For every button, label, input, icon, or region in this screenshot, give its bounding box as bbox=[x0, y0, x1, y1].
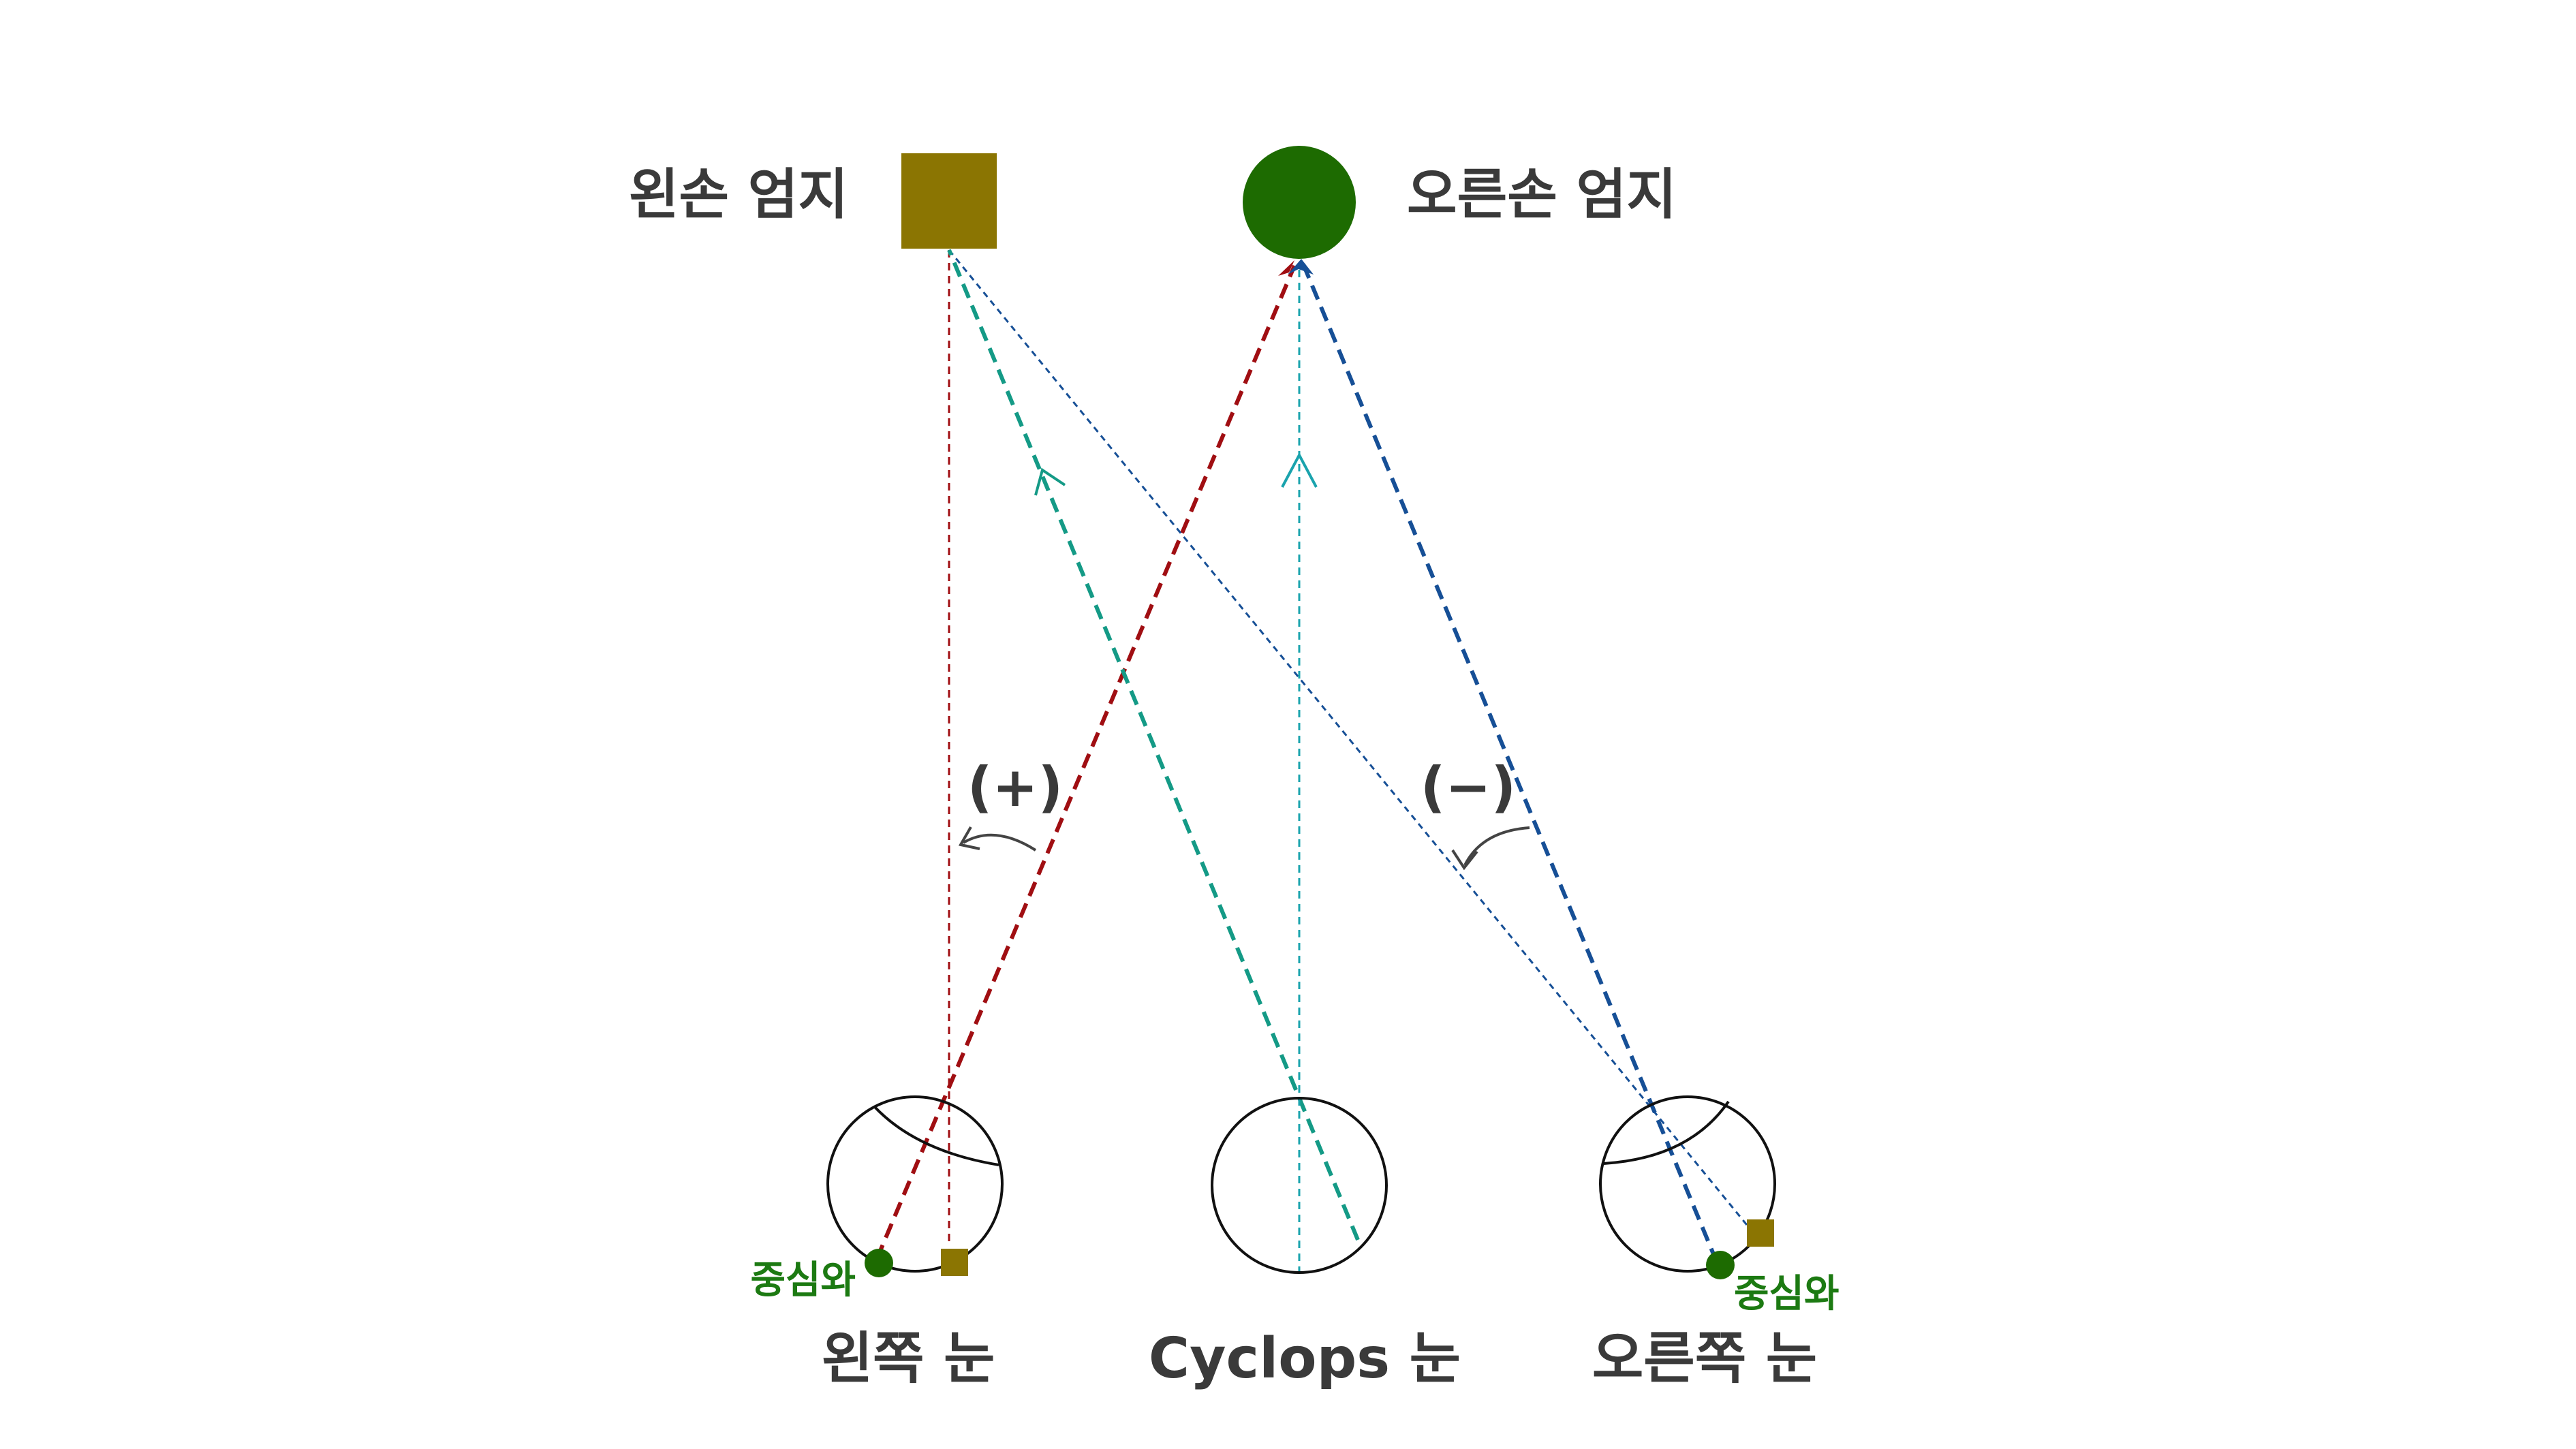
left-thumb-label: 왼손 엄지 bbox=[629, 163, 848, 226]
right-fovea-label: 중심와 bbox=[1734, 1272, 1840, 1316]
right-eye-cornea-line bbox=[1603, 1100, 1730, 1165]
left-thumb-square bbox=[901, 153, 997, 249]
left-eye-thumb-image bbox=[941, 1249, 968, 1276]
right-fovea-dot bbox=[1706, 1251, 1735, 1279]
angle-plus-label: (+) bbox=[967, 755, 1063, 819]
left-eye-to-right-thumb-line bbox=[875, 264, 1297, 1260]
cyan-chevron-icon bbox=[1281, 452, 1318, 488]
angle-minus-arrowhead-icon bbox=[1451, 849, 1478, 871]
left-fovea-dot bbox=[865, 1249, 893, 1277]
teal-chevron-icon bbox=[1034, 467, 1066, 496]
left-eye-label: 왼쪽 눈 bbox=[822, 1326, 995, 1391]
angle-minus-label: (−) bbox=[1421, 755, 1516, 819]
angle-plus-arrow bbox=[962, 833, 1037, 852]
cyclops-to-left-thumb-line bbox=[947, 249, 1360, 1241]
cyclops-eye-label: Cyclops 눈 bbox=[1149, 1326, 1461, 1391]
angle-plus-arrowhead-icon bbox=[958, 826, 980, 850]
left-thumb-to-right-eye-line bbox=[948, 249, 1751, 1229]
right-thumb-circle bbox=[1243, 146, 1356, 259]
right-eye-label: 오른쪽 눈 bbox=[1592, 1326, 1817, 1391]
red-arrowhead bbox=[1278, 260, 1294, 276]
angle-minus-arrow bbox=[1463, 826, 1530, 866]
right-eyeball bbox=[1599, 1095, 1776, 1273]
right-eye-thumb-image bbox=[1747, 1219, 1774, 1247]
blue-arrowhead bbox=[1288, 259, 1314, 275]
left-fovea-label: 중심와 bbox=[750, 1258, 856, 1303]
left-eyeball bbox=[826, 1095, 1004, 1273]
right-thumb-label: 오른손 엄지 bbox=[1407, 163, 1677, 226]
cyclops-eyeball bbox=[1211, 1097, 1388, 1274]
right-eye-to-right-thumb-line bbox=[1301, 263, 1719, 1264]
left-eye-cornea-line bbox=[873, 1105, 999, 1166]
